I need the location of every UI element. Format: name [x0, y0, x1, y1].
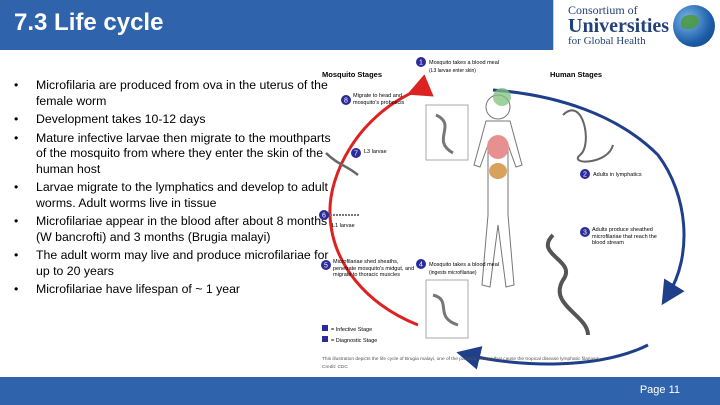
life-cycle-diagram: Mosquito Stages Human Stages 1 Mosquito … [319, 57, 686, 370]
diagram-caption: This illustration depicts the life cycle… [322, 356, 600, 362]
human-stages-label: Human Stages [550, 70, 602, 79]
bullet-item: Development takes 10-12 days [14, 112, 332, 128]
svg-text:1: 1 [419, 60, 423, 67]
step-6: 6 L1 larvae [319, 210, 355, 229]
mosquito-cycle-arrow [328, 74, 434, 327]
svg-text:(ingests microfilariae): (ingests microfilariae) [429, 270, 477, 276]
larvae-panel-top [425, 104, 469, 161]
logo-line1: Consortium of [568, 3, 638, 17]
page-number: Page 11 [639, 384, 680, 396]
bullet-item: Mature infective larvae then migrate to … [14, 131, 332, 178]
svg-text:8: 8 [344, 98, 348, 105]
svg-text:Mosquito takes a blood meal: Mosquito takes a blood meal [429, 262, 499, 268]
step-3: 3 Adults produce sheathed microfilariae … [580, 227, 657, 246]
svg-text:Mosquito takes a blood meal: Mosquito takes a blood meal [429, 60, 499, 66]
adult-worm-icon [562, 109, 614, 163]
svg-text:(L3 larvae enter skin): (L3 larvae enter skin) [429, 68, 476, 74]
globe-icon [673, 5, 715, 47]
svg-text:7: 7 [354, 151, 358, 158]
svg-text:5: 5 [324, 263, 328, 270]
bullet-item: Larvae migrate to the lymphatics and dev… [14, 180, 332, 211]
footer-bar: Page 11 [0, 377, 720, 405]
human-cycle-arrow [492, 88, 686, 306]
legend: = Infective Stage = Diagnostic Stage [322, 325, 377, 344]
svg-text:= Infective Stage: = Infective Stage [331, 327, 372, 333]
larvae-panel-bottom [425, 279, 469, 339]
step-8: 8 Migrate to head and mosquito's probosc… [341, 93, 404, 106]
step-5: 5 Microfilariae shed sheaths, penetrate … [321, 259, 414, 278]
step-7: 7 L3 larvae [351, 148, 387, 158]
svg-text:3: 3 [583, 230, 587, 237]
svg-text:4: 4 [419, 262, 423, 269]
header-bar: 7.3 Life cycle Consortium of Universitie… [0, 0, 720, 50]
step-1: 1 Mosquito takes a blood meal (L3 larvae… [416, 57, 499, 74]
logo-text: Consortium of Universities for Global He… [568, 4, 669, 47]
bullet-item: The adult worm may live and produce micr… [14, 248, 332, 279]
microfilariae-blood-icon [545, 233, 590, 336]
svg-text:= Diagnostic Stage: = Diagnostic Stage [331, 338, 377, 344]
svg-text:6: 6 [322, 213, 326, 220]
cugh-logo: Consortium of Universities for Global He… [553, 0, 720, 50]
bullet-list: Microfilaria are produced from ova in th… [14, 78, 332, 301]
slide-title: 7.3 Life cycle [14, 9, 164, 36]
svg-text:2: 2 [583, 172, 587, 179]
human-figure [473, 88, 523, 288]
diagram-credit: Credit: CDC [322, 364, 348, 370]
return-arrow [456, 343, 649, 370]
microfilaria-icon [432, 293, 459, 327]
step-2: 2 Adults in lymphatics [580, 169, 642, 179]
bullet-item: Microfilaria are produced from ova in th… [14, 78, 332, 109]
step-4: 4 Mosquito takes a blood meal (ingests m… [416, 259, 499, 276]
svg-text:Adults in lymphatics: Adults in lymphatics [593, 172, 642, 178]
logo-line2: Universities [568, 15, 670, 37]
svg-text:L3 larvae: L3 larvae [364, 149, 387, 155]
logo-line3: for Global Health [568, 35, 646, 47]
l3-larva-icon [325, 152, 359, 176]
bullet-item: Microfilariae appear in the blood after … [14, 214, 332, 245]
worm-icon [435, 113, 454, 155]
mosquito-stages-label: Mosquito Stages [322, 70, 382, 79]
bullet-item: Microfilariae have lifespan of ~ 1 year [14, 282, 332, 298]
svg-text:L1 larvae: L1 larvae [332, 223, 355, 229]
